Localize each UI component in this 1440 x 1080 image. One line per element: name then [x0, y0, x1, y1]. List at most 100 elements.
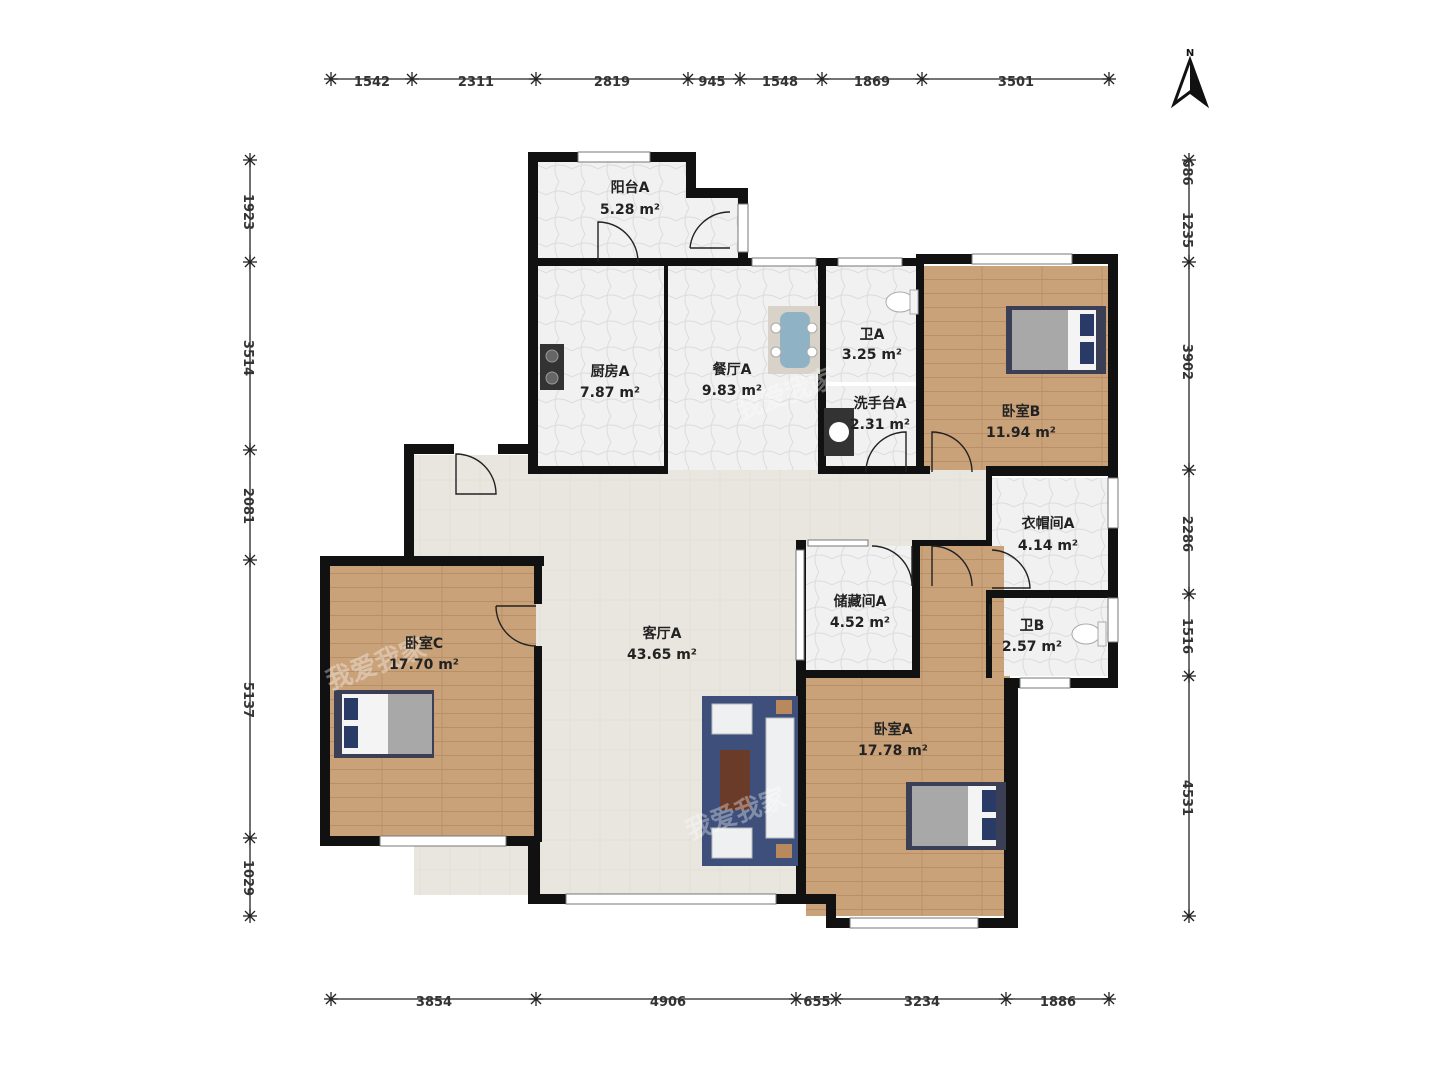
wall [686, 152, 696, 192]
coffee-table [720, 750, 750, 810]
wall [986, 476, 992, 540]
windows [379, 151, 1119, 929]
room-area-cloakroom-a: 4.14 m² [1018, 538, 1078, 554]
dim-right: 4531 [1179, 780, 1194, 816]
window [837, 257, 903, 267]
dim-bottom: 3234 [904, 995, 940, 1010]
door-washbasin [865, 431, 907, 473]
dim-tick [1000, 993, 1012, 1005]
room-area-balcony-a: 5.28 m² [600, 202, 660, 218]
armchair [711, 827, 753, 859]
dim-bottom: 1886 [1040, 995, 1076, 1010]
wall [528, 466, 668, 474]
door-storage [871, 545, 913, 587]
dim-tick [325, 993, 337, 1005]
dim-tick [1183, 910, 1195, 922]
room-name-dining-a: 餐厅A [712, 361, 752, 378]
pillow [982, 790, 996, 812]
pillow [344, 726, 358, 748]
toilet [1071, 623, 1101, 645]
door-bedroom-a [931, 545, 973, 587]
room-name-bedroom-a: 卧室A [874, 721, 913, 738]
burner [545, 349, 559, 363]
window [1107, 477, 1119, 529]
wall [1004, 678, 1018, 928]
dim-tick [682, 73, 694, 85]
wall [818, 258, 826, 474]
dim-top: 2311 [458, 75, 494, 90]
dim-tick [1183, 154, 1195, 166]
wall [528, 836, 540, 904]
chair [770, 322, 782, 334]
door-balcony-side [689, 211, 731, 249]
dim-tick [244, 154, 256, 166]
bed-blanket [1012, 310, 1068, 370]
window [577, 151, 651, 163]
room-area-bedroom-c: 17.70 m² [389, 657, 459, 673]
window [971, 253, 1073, 265]
dim-left: 1029 [240, 860, 255, 896]
wall [664, 266, 668, 470]
dim-tick [406, 73, 418, 85]
compass-label: N [1186, 48, 1194, 59]
dim-top: 2819 [594, 75, 630, 90]
dimension-lines: 1542 2311 2819 945 1548 1869 3501 3854 4… [240, 72, 1196, 1010]
window [737, 203, 749, 253]
wall [534, 556, 542, 604]
window [751, 257, 817, 267]
wall [528, 258, 828, 266]
wall [534, 646, 542, 842]
room-name-living-a: 客厅A [642, 625, 682, 642]
chair [770, 346, 782, 358]
dim-tick [244, 444, 256, 456]
door-bedroom-c [495, 605, 537, 647]
dining-tabletop [780, 312, 810, 368]
floor-storage [806, 546, 918, 670]
side-table [776, 844, 792, 858]
room-name-balcony-a: 阳台A [611, 179, 650, 196]
pillow [1080, 314, 1094, 336]
dim-tick [1183, 256, 1195, 268]
window [1019, 677, 1071, 689]
room-name-storage-a: 储藏间A [833, 593, 887, 610]
dim-tick [790, 993, 802, 1005]
window [565, 893, 777, 905]
window [1107, 597, 1119, 643]
room-area-dining-a: 9.83 m² [702, 383, 762, 399]
dim-bottom: 655 [803, 995, 830, 1010]
room-name-bath-a: 卫A [860, 327, 885, 343]
wall [916, 254, 924, 474]
dim-top: 1548 [762, 75, 798, 90]
sofa [765, 717, 795, 839]
room-name-washbasin-a: 洗手台A [854, 395, 907, 412]
dim-left: 5137 [240, 682, 255, 718]
dim-tick [244, 910, 256, 922]
wall [528, 152, 538, 474]
toilet-tank [909, 289, 919, 315]
basin-bowl [829, 422, 849, 442]
room-area-storage-a: 4.52 m² [830, 615, 890, 631]
wall [986, 466, 1118, 476]
dim-right: 2286 [1179, 516, 1194, 552]
window [379, 835, 507, 847]
dim-tick [816, 73, 828, 85]
wall [320, 556, 330, 846]
wall [796, 894, 836, 904]
furniture [334, 289, 1107, 866]
room-name-bath-b: 卫B [1020, 618, 1045, 634]
wall [686, 188, 748, 198]
floor-balcony [538, 162, 688, 262]
floor-bath-a [824, 266, 918, 382]
dim-tick [1183, 670, 1195, 682]
chair [806, 322, 818, 334]
dim-tick [916, 73, 928, 85]
pillow [344, 698, 358, 720]
room-name-bedroom-c: 卧室C [405, 635, 443, 652]
dim-top: 1542 [354, 75, 390, 90]
room-area-bedroom-b: 11.94 m² [986, 425, 1056, 441]
dim-right: 686 [1179, 158, 1194, 185]
wall [498, 444, 538, 454]
toilet-tank [1097, 621, 1107, 647]
dim-tick [1103, 993, 1115, 1005]
